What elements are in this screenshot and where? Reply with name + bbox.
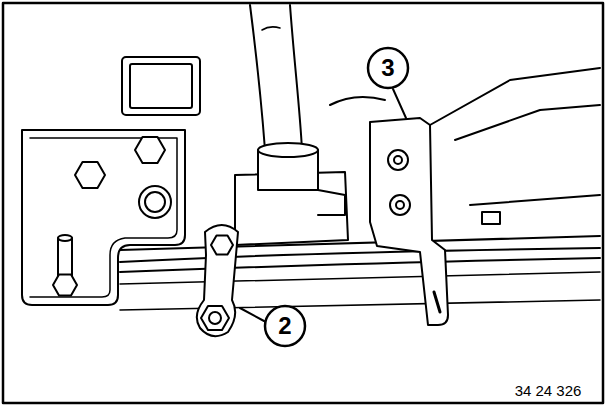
- callout-number: 2: [278, 314, 291, 338]
- background-edge: [470, 195, 600, 205]
- hose: [250, 5, 302, 150]
- link-bracket: [197, 225, 238, 336]
- stud-top: [58, 235, 72, 241]
- angle-bracket: [370, 118, 448, 325]
- housing-rail: [120, 258, 600, 272]
- background-edge: [330, 97, 385, 105]
- hose-collar-top: [258, 143, 318, 157]
- mounting-plate-rim: [30, 138, 177, 297]
- housing-box-inner: [130, 64, 192, 108]
- leader-line: [393, 89, 406, 118]
- hose-collar-side: [318, 190, 345, 215]
- round-bolt: [139, 186, 171, 218]
- hex-nut: [201, 306, 229, 330]
- background-edge: [430, 68, 600, 125]
- round-bolt: [388, 150, 408, 170]
- hex-bolt: [211, 236, 233, 255]
- hex-bolt: [75, 162, 105, 188]
- bolt-center: [394, 156, 402, 164]
- figure-number: 34 24 326: [515, 383, 582, 398]
- round-bolt: [390, 195, 410, 215]
- stud: [58, 238, 72, 278]
- bolt-center: [396, 201, 404, 209]
- housing-rail: [120, 236, 600, 250]
- figure-frame: [3, 3, 603, 403]
- hex-bolt: [135, 137, 165, 163]
- bracket-slot: [434, 292, 440, 312]
- hose-line: [262, 27, 280, 30]
- round-bolt-head: [145, 192, 165, 212]
- hex-nut: [53, 275, 77, 296]
- housing-rail: [120, 272, 600, 284]
- callout-number: 3: [381, 56, 394, 80]
- background-lug: [482, 212, 500, 224]
- leader-line: [240, 308, 264, 321]
- housing-box: [122, 57, 200, 115]
- callout-circle: [368, 48, 408, 88]
- callout-circle: [265, 306, 305, 346]
- nut-bore: [209, 312, 221, 324]
- background-edge: [455, 105, 600, 140]
- mounting-plate: [22, 130, 185, 305]
- housing-edge: [120, 300, 600, 310]
